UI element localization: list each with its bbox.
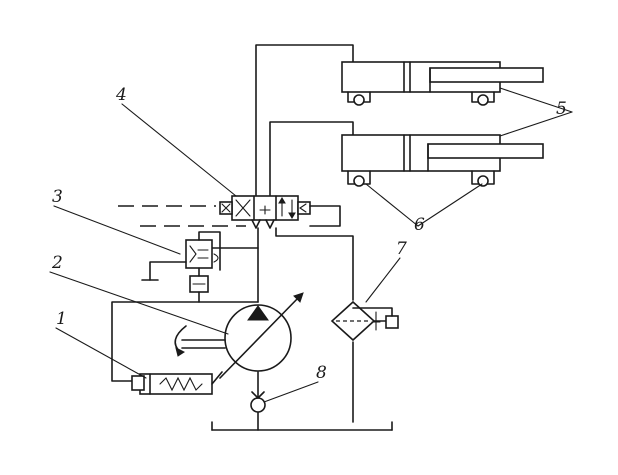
relief-valve <box>141 231 221 303</box>
pump-compensator <box>131 371 223 395</box>
filter <box>330 300 399 342</box>
variable-pump <box>174 292 304 379</box>
label-2: 2 <box>51 253 63 273</box>
label-5: 5 <box>556 99 567 119</box>
directional-valve <box>118 195 341 229</box>
leader-lines <box>49 87 573 403</box>
suction-strainer <box>250 391 266 413</box>
label-6: 6 <box>414 215 425 235</box>
label-1: 1 <box>56 309 67 329</box>
cylinder-mounts <box>347 91 495 187</box>
label-3: 3 <box>52 187 63 207</box>
upper-cylinder <box>341 61 544 93</box>
lower-cylinder <box>341 134 544 172</box>
label-7: 7 <box>396 239 407 259</box>
label-4: 4 <box>115 85 127 105</box>
pipe-network <box>111 44 354 431</box>
tank-line <box>211 421 393 431</box>
label-8: 8 <box>316 363 327 383</box>
